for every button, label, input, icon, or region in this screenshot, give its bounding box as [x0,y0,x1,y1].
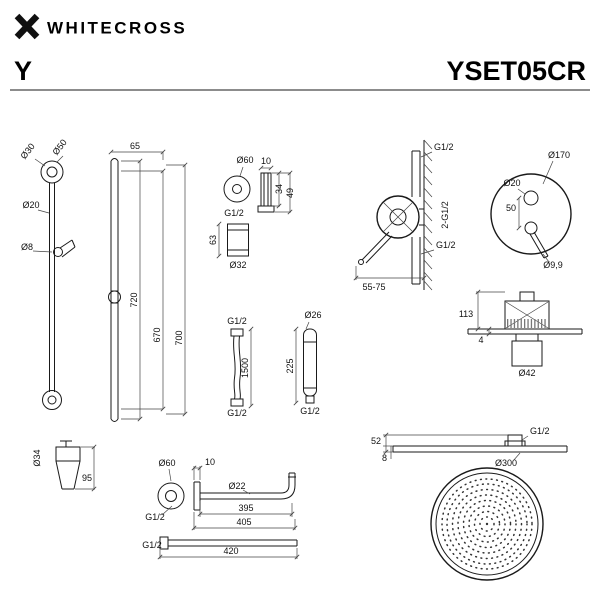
spray-nozzles [441,478,533,570]
dim-handshower-dia: Ø26 [304,310,321,320]
shower-rail-assembly: Ø30 Ø50 Ø20 Ø8 [18,137,76,410]
dim-rail-tube: Ø20 [22,200,39,210]
dim-hose-length: 1500 [240,358,250,378]
dim-arm-tube-dia: Ø22 [228,481,245,491]
dim-holder-screw: Ø8 [21,242,33,252]
dim-arm-thread1: G1/2 [145,512,165,522]
dim-outlet-body-dia: Ø32 [229,260,246,270]
dim-head-thread: G1/2 [530,426,550,436]
wall-outlet: Ø60 G1/2 63 Ø32 10 34 49 [208,155,295,270]
dim-hose-thread-top: G1/2 [227,316,247,326]
dim-mixer-thread-bottom: G1/2 [436,240,456,250]
dim-bar-length-outer: 700 [174,330,184,345]
concealed-mixer-side: G1/2 2-G1/2 G1/2 55-75 [353,139,456,292]
shower-hose: G1/2 G1/2 1500 [227,316,254,418]
brand-logo-text: WHITECROSS [47,19,187,38]
wall-hatch [423,139,433,291]
rail-bar-drawing: 65 720 670 700 [108,141,188,422]
dim-rail-top-outer: Ø30 [18,141,36,161]
brand-header: WHITECROSS Y YSET05CR [10,13,590,91]
dim-valve-body-dia: Ø42 [518,368,535,378]
dim-arm-len1: 395 [238,503,253,513]
dim-arm-thread2: G1/2 [142,540,162,550]
dim-outlet-height-total: 49 [285,188,295,198]
hand-shower-holder: Ø34 95 [32,440,97,492]
dim-head-height: 52 [371,436,381,446]
dim-bar-length-total: 720 [129,292,139,307]
dim-plate-spacing: 50 [506,203,516,213]
hand-shower: Ø26 G1/2 225 [285,310,322,416]
plate-lever [529,231,549,259]
dim-bar-offset: 65 [130,141,140,151]
dim-plate-lever-dia: Ø9,9 [543,260,563,270]
dim-mixer-thread-top: G1/2 [434,142,454,152]
dim-rail-top-inner: Ø50 [50,137,68,157]
dim-valve-height: 113 [459,309,473,319]
dim-arm-flange: Ø60 [158,458,175,468]
dim-arm-len3: 420 [223,546,238,556]
mixer-lever [358,231,393,265]
dim-valve-plate-thickness: 4 [478,335,483,345]
dim-handshower-thread: G1/2 [300,406,320,416]
model-title: YSET05CR [446,56,586,86]
dim-mixer-thread-side: 2-G1/2 [440,201,450,229]
valve-section: 113 4 Ø42 [459,289,583,378]
dim-holder-height: 95 [82,473,92,483]
dim-plate-dia: Ø170 [548,150,570,160]
rail-holder [53,239,76,258]
overhead-shower: G1/2 52 8 Ø300 [371,426,568,581]
dim-outlet-thread: G1/2 [224,208,244,218]
dim-handshower-length: 225 [285,358,295,373]
dim-holder-dia: Ø34 [32,449,42,466]
dim-arm-flange-depth: 10 [205,457,215,467]
trim-plate-front: Ø170 Ø20 50 Ø9,9 [490,150,572,270]
dim-head-dia: Ø300 [495,458,517,468]
dim-bar-length-inner: 670 [152,327,162,342]
dim-head-thickness: 8 [382,453,387,463]
dim-plate-hole: Ø20 [503,178,520,188]
dim-outlet-depth: 10 [261,156,271,166]
shower-arm: Ø60 10 Ø22 395 405 G1/2 [142,457,300,560]
dim-outlet-body-height: 63 [208,235,218,245]
series-title: Y [14,56,32,86]
dim-outlet-flange: Ø60 [236,155,253,165]
dim-mixer-install-depth: 55-75 [362,282,385,292]
brand-logo-icon [14,13,40,40]
dim-outlet-height-inner: 34 [274,184,284,194]
dim-hose-thread-bottom: G1/2 [227,408,247,418]
dim-arm-len2: 405 [236,517,251,527]
